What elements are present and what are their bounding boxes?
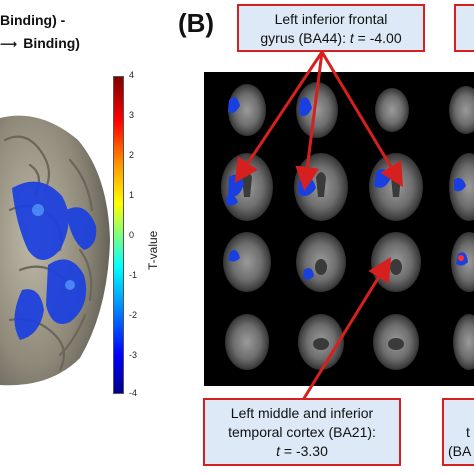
- colorbar-tick: 1: [129, 190, 135, 200]
- panel-a-condition-line-2: ⟶Binding): [0, 35, 80, 51]
- colorbar-tick: 2: [129, 150, 135, 160]
- colorbar: [113, 76, 124, 394]
- mri-slice-montage: [204, 72, 474, 386]
- colorbar-tick: -4: [129, 388, 138, 398]
- colorbar-tick: 3: [129, 110, 135, 120]
- colorbar-tick: -2: [129, 310, 138, 320]
- activation-cluster: [12, 181, 97, 340]
- colorbar-tick: 0: [129, 230, 135, 240]
- panel-b-label: (B): [178, 8, 215, 38]
- callout-right-top-cropped: [454, 4, 474, 52]
- colorbar-tick: -1: [129, 270, 138, 280]
- brain-surface-render: [0, 100, 112, 390]
- callout-right-bottom-cropped: t (BA: [442, 398, 474, 466]
- colorbar-tick: 4: [129, 70, 135, 80]
- arrow-icon: ⟶: [0, 37, 18, 51]
- panel-a-condition-line-1: Binding) -: [0, 12, 66, 28]
- colorbar-tick: -3: [129, 350, 138, 360]
- callout-temporal-cortex: Left middle and inferior temporal cortex…: [203, 398, 401, 466]
- callout-inferior-frontal: Left inferior frontal gyrus (BA44): t = …: [237, 4, 425, 52]
